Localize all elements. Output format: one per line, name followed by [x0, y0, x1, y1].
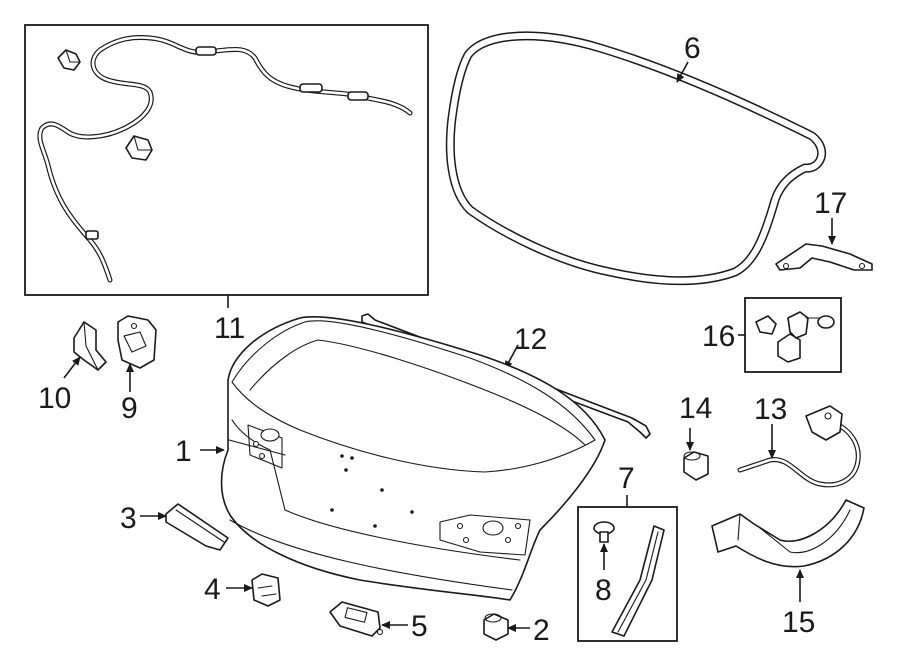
- callout-16: 16: [702, 320, 735, 353]
- trunk-lid[interactable]: [220, 316, 606, 601]
- harness-clip-b[interactable]: [125, 135, 153, 161]
- callout-9: 9: [121, 392, 138, 425]
- clip-8[interactable]: [593, 521, 615, 543]
- license-lamp[interactable]: [329, 601, 384, 637]
- callout-6: 6: [684, 32, 701, 65]
- hinge-cover[interactable]: [711, 499, 865, 568]
- callout-17: 17: [814, 187, 847, 220]
- callout-11: 11: [214, 312, 245, 345]
- trunk-latch[interactable]: [117, 315, 157, 369]
- hinge-arm[interactable]: [737, 405, 861, 488]
- callout-8: 8: [595, 574, 612, 607]
- callout-7: 7: [618, 462, 635, 495]
- callout-5: 5: [411, 610, 428, 643]
- callout-3: 3: [120, 502, 137, 535]
- harness-clip-a[interactable]: [57, 49, 81, 71]
- callout-1: 1: [175, 435, 192, 468]
- callout-4: 4: [204, 573, 221, 606]
- callout-14: 14: [679, 392, 712, 425]
- wire-harness[interactable]: [37, 35, 413, 283]
- trunk-hinge[interactable]: [775, 243, 873, 271]
- callout-2: 2: [533, 614, 550, 647]
- harness-box: [24, 24, 429, 296]
- bracket-10[interactable]: [73, 321, 107, 371]
- callout-12: 12: [514, 323, 547, 356]
- trunk-weatherstrip[interactable]: [445, 31, 827, 286]
- callout-10: 10: [38, 382, 71, 415]
- side-seal-7[interactable]: [611, 525, 665, 637]
- trunk-lock-assembly[interactable]: [755, 311, 835, 363]
- callout-15: 15: [782, 606, 815, 639]
- trim-strip[interactable]: [165, 503, 229, 551]
- cushion-2[interactable]: [483, 613, 509, 641]
- callout-13: 13: [754, 393, 787, 426]
- cushion-14[interactable]: [683, 451, 709, 481]
- bumper-4[interactable]: [251, 573, 281, 607]
